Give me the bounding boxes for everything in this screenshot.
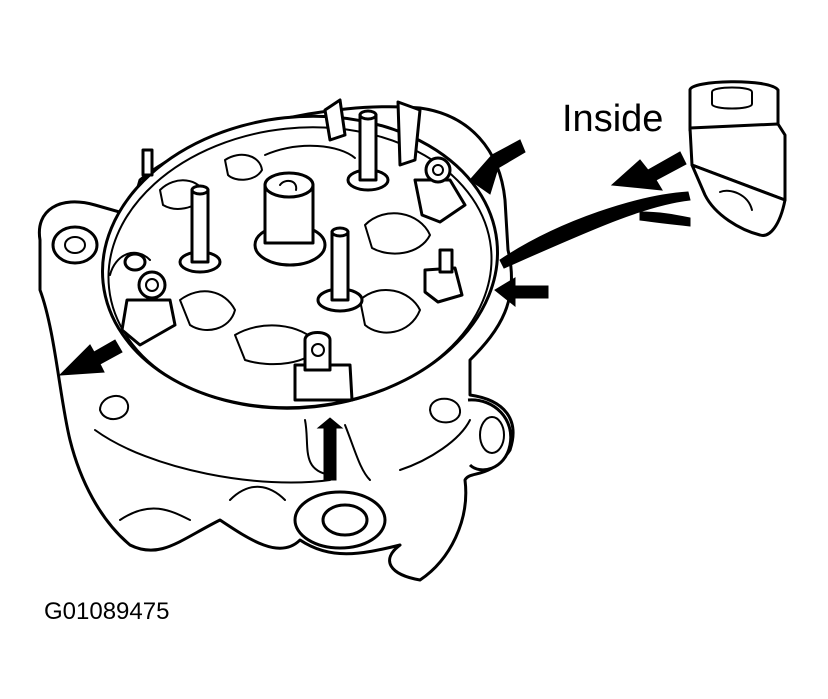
arrow-icon [494, 277, 549, 308]
slip-ring [253, 171, 327, 267]
arrow-icon [316, 417, 344, 481]
pointer-arrows [58, 139, 691, 481]
arrow-icon [469, 139, 526, 195]
leader-line [639, 211, 691, 227]
arrow-icon [610, 151, 687, 191]
leader-line [499, 191, 691, 269]
terminal-insulators [120, 156, 467, 402]
insulator-detail [688, 80, 787, 237]
inside-label: Inside [562, 98, 664, 140]
terminal-posts [123, 109, 390, 313]
arrow-icon [58, 339, 123, 376]
figure-id: G01089475 [44, 598, 170, 625]
